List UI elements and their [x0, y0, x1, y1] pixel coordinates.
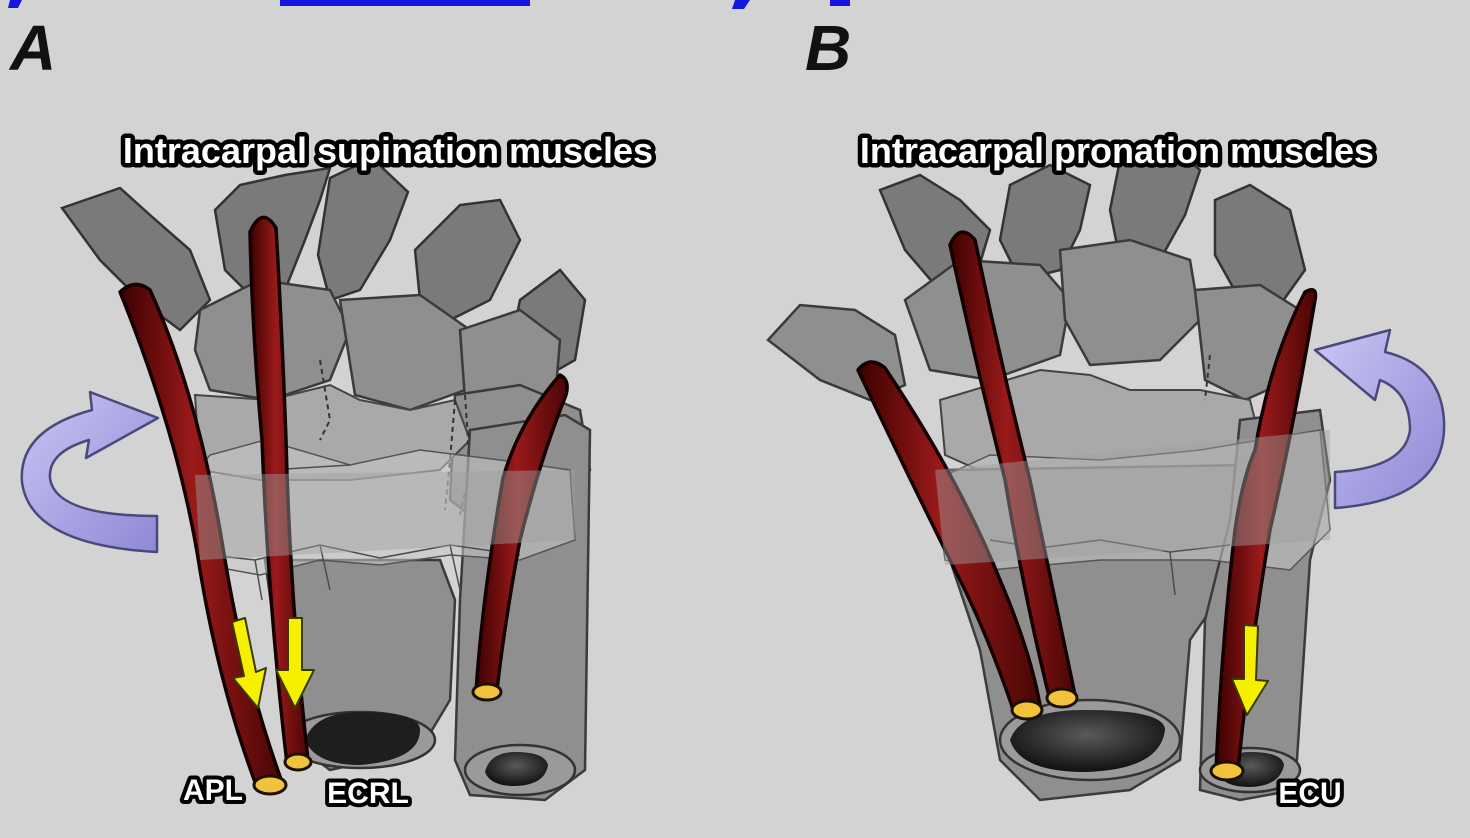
ecrl-tendon-cut: [285, 754, 311, 770]
ecu-tendon-cut: [1211, 762, 1243, 780]
panel-a: A: [8, 12, 653, 810]
curved-rotation-arrow-icon: [22, 392, 158, 552]
panel-a-letter: A: [8, 12, 56, 84]
panel-b: B: [768, 12, 1444, 810]
ecrl-label: ECRL: [327, 777, 409, 810]
curved-rotation-arrow-icon: [1315, 330, 1444, 508]
apl-label: APL: [183, 774, 243, 807]
ecu-label: ECU: [1278, 777, 1341, 810]
apl-tendon-cut: [254, 776, 286, 794]
top-edge-marks: [0, 0, 1470, 9]
panel-a-title: Intracarpal supination muscles: [123, 130, 653, 171]
panel-b-letter: B: [805, 12, 851, 84]
panel-b-title: Intracarpal pronation muscles: [860, 130, 1374, 171]
